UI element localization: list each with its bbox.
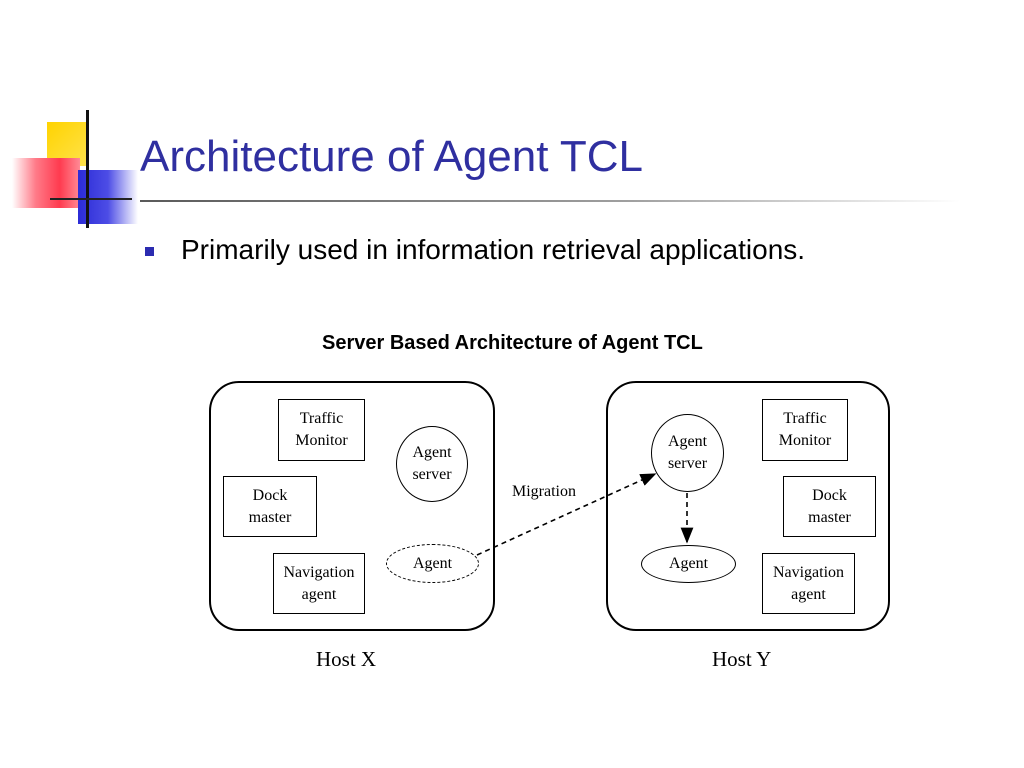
square-bullet-icon: [145, 246, 154, 256]
host-y-label: Host Y: [712, 647, 772, 671]
host-y-agent: Agent: [641, 545, 736, 583]
host-x-label: Host X: [316, 647, 377, 671]
logo-horizontal-line: [50, 198, 132, 200]
logo-vertical-line: [86, 110, 89, 228]
bullet-item: Primarily used in information retrieval …: [145, 234, 805, 266]
host-x-agent: Agent: [386, 544, 479, 583]
migration-label: Migration: [512, 483, 576, 500]
slide-title: Architecture of Agent TCL: [140, 132, 644, 181]
diagram-caption: Server Based Architecture of Agent TCL: [322, 332, 703, 354]
title-underline-rule: [140, 200, 960, 202]
migration-arrow: [476, 473, 657, 556]
bullet-text: Primarily used in information retrieval …: [181, 234, 806, 265]
